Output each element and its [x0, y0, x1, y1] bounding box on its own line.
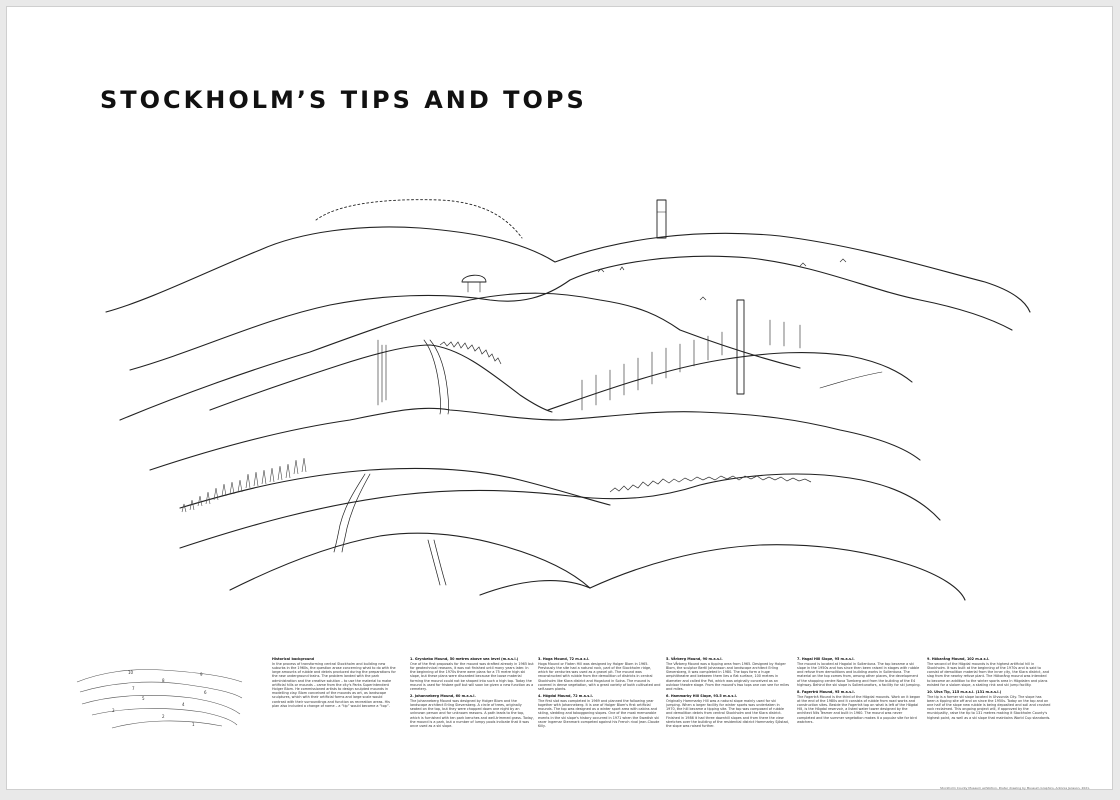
section-body: The mound is located at Hagalal in Solle… — [797, 661, 921, 687]
section-heading: 2. Johanneberg Mound, 60 m.a.s.l. — [410, 694, 476, 699]
section-body: The first slot was completed in 1969 and… — [538, 698, 660, 729]
key-label-1: 1 — [192, 722, 195, 727]
poster-title: STOCKHOLM’S TIPS AND TOPS — [100, 86, 587, 114]
section-body: The tip is a former ski slope located in… — [927, 694, 1051, 720]
ridge-10 — [105, 226, 1031, 313]
key-label-4: 4 — [182, 702, 185, 707]
section-10: 10. Ulva Tip, 115 m.a.s.l. (131 m.a.s.l.… — [927, 690, 1051, 720]
section-body: In the process of transforming central S… — [272, 661, 396, 708]
poster-sheet — [6, 6, 1113, 790]
text-column-3: 3. Hoga Mound, 72 m.a.s.l.Hoga Mound or … — [538, 657, 662, 731]
section-body: The second of the Högdal mounds is the h… — [927, 661, 1050, 687]
section-body: The Vårberg Mound was a tipping area fro… — [666, 661, 790, 691]
key-label-5: 5 — [142, 696, 145, 701]
ridge-1 — [589, 544, 966, 601]
ridge-8 — [119, 292, 801, 421]
section-2: 2. Johanneberg Mound, 60 m.a.s.l.The Joh… — [410, 694, 534, 728]
section-6: 6. Hammarby Hill Slope, 93.5 m.a.s.l.Ori… — [666, 694, 790, 728]
key-map: 10 9 8 7 6 5 4 3 2 1 — [76, 669, 243, 729]
ridge-2 — [229, 532, 591, 591]
section-heading: 3. Hoga Mound, 72 m.a.s.l. — [538, 657, 590, 661]
section-9: 9. Hökarång Mound, 102 m.a.s.l.The secon… — [927, 657, 1051, 687]
key-label-9: 9 — [200, 672, 203, 677]
section-heading: 8. Fagerträ Mound, 95 m.a.s.l. — [797, 689, 855, 694]
section-heading: 10. Ulva Tip, 115 m.a.s.l. (131 m.a.s.l.… — [927, 689, 1002, 694]
proposed-summit-dotted — [315, 199, 523, 239]
section-1: 1. Grynkebo Mound, 50 metres above sea l… — [410, 657, 534, 691]
key-label-7: 7 — [132, 686, 135, 691]
ridge-0 — [479, 580, 591, 596]
section-heading: 7. Hagal Hill Slope, 95 m.a.s.l. — [797, 657, 855, 661]
section-heading: 5. Vårberg Mound, 90 m.a.s.l. — [666, 657, 723, 661]
section-heading: Historical background — [272, 657, 315, 661]
text-column-5: 7. Hagal Hill Slope, 95 m.a.s.l.The moun… — [797, 657, 921, 727]
text-column-4: 5. Vårberg Mound, 90 m.a.s.l.The Vårberg… — [666, 657, 790, 731]
key-label-2: 2 — [162, 714, 165, 719]
section-body: One of the first proposals for the mound… — [410, 661, 534, 691]
section-3: 3. Hoga Mound, 72 m.a.s.l.Hoga Mound or … — [538, 657, 662, 691]
key-label-10: 10 — [128, 670, 134, 675]
section-heading: 1. Grynkebo Mound, 50 metres above sea l… — [410, 657, 519, 661]
ridge-5 — [209, 344, 553, 413]
section-heading: 4. Högdal Mound, 72 m.a.s.l. — [538, 694, 593, 699]
section-body: The Johanneberg Mound was designed by Ho… — [410, 698, 534, 729]
text-column-6: 9. Hökarång Mound, 102 m.a.s.l.The secon… — [927, 657, 1051, 723]
ridge-9 — [129, 255, 1013, 371]
ridge-4 — [179, 467, 611, 509]
text-column-2: 1. Grynkebo Mound, 50 metres above sea l… — [410, 657, 534, 731]
section-4: 4. Högdal Mound, 72 m.a.s.l.The first sl… — [538, 694, 662, 728]
section-heading: 6. Hammarby Hill Slope, 93.5 m.a.s.l. — [666, 694, 738, 699]
section-body: Originally Hammarby Hill was a natural s… — [666, 698, 789, 729]
ridge-3 — [179, 473, 941, 549]
section-8: 8. Fagerträ Mound, 95 m.a.s.l.The Fagert… — [797, 690, 921, 724]
key-label-6: 6 — [204, 690, 207, 695]
ridge-7 — [547, 351, 913, 411]
section-body: Hoga Mound or Flaten Hill was designed b… — [538, 661, 661, 691]
poster-credit: Stockholm County Museum exhibition. Post… — [940, 786, 1091, 790]
key-label-8: 8 — [162, 678, 165, 683]
section-heading: 9. Hökarång Mound, 102 m.a.s.l. — [927, 657, 990, 661]
section-7: 7. Hagal Hill Slope, 95 m.a.s.l.The moun… — [797, 657, 921, 687]
section-body: The Fagerträ Mound is the third of the H… — [797, 694, 921, 724]
key-label-3: 3 — [112, 708, 115, 713]
section-5: 5. Vårberg Mound, 90 m.a.s.l.The Vårberg… — [666, 657, 790, 691]
ridge-6 — [149, 407, 921, 471]
